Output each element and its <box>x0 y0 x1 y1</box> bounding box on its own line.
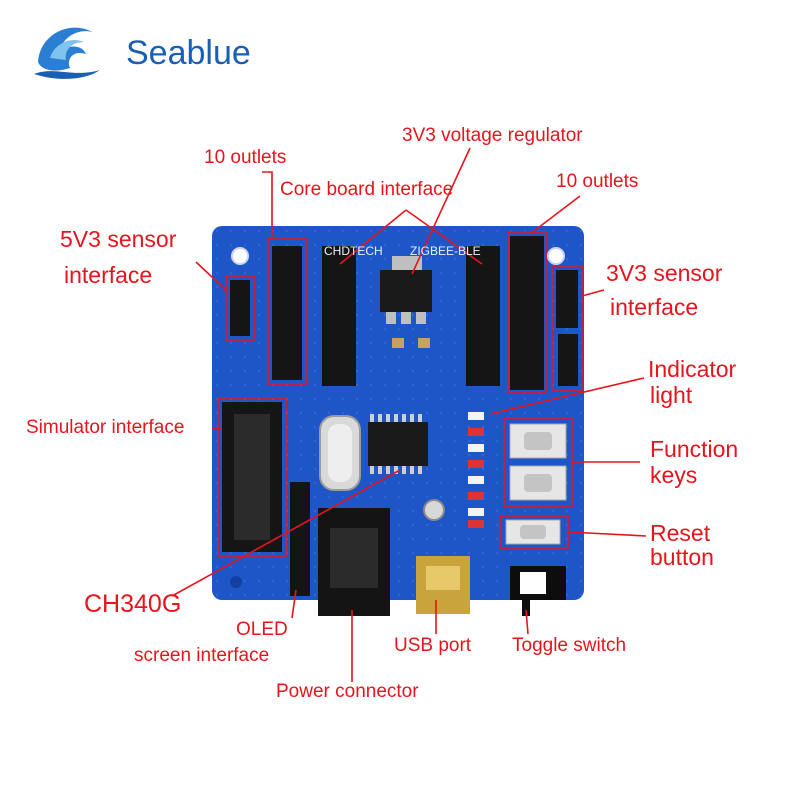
label-usb-port: USB port <box>394 635 472 656</box>
line-right-outlets <box>529 195 581 235</box>
line-oled <box>291 589 297 619</box>
capacitor-c2 <box>392 338 404 348</box>
oled-header <box>290 482 310 596</box>
line-regulator <box>411 147 471 275</box>
label-3v3-regulator: 3V3 voltage regulator <box>402 125 583 146</box>
line-5v3 <box>195 261 229 293</box>
line-reset <box>567 531 647 537</box>
left-core-header <box>322 246 356 386</box>
simulator-header <box>222 402 282 552</box>
highlight-right-outlets <box>507 231 547 393</box>
mount-hole-icon <box>231 247 249 265</box>
label-reset-line2: button <box>650 544 714 570</box>
line-core-right <box>405 209 483 265</box>
left-10-outlets-header <box>272 246 302 380</box>
highlight-left-outlets <box>267 237 307 385</box>
line-toggle <box>525 609 529 635</box>
3v3-sensor-header <box>556 270 578 386</box>
label-indicator-line2: light <box>650 382 693 408</box>
reset-button-part <box>505 519 561 545</box>
label-5v3-sensor-line1: 5V3 sensor <box>60 226 177 252</box>
label-oled-line1: OLED <box>236 619 288 640</box>
indicator-leds <box>468 412 484 528</box>
label-function-line1: Function <box>650 436 739 462</box>
voltage-regulator-chip <box>380 256 432 324</box>
label-reset-line1: Reset <box>650 520 711 546</box>
label-10-outlets-right: 10 outlets <box>556 171 639 192</box>
brand-logo: Seablue <box>30 14 260 84</box>
highlight-3v3 <box>551 265 583 391</box>
power-jack <box>318 508 390 616</box>
line-core-left <box>339 209 407 265</box>
silk-zigbee: ZIGBEE-BLE <box>410 244 481 258</box>
brand-name: Seablue <box>126 34 251 72</box>
ch340g-chip <box>368 414 428 474</box>
label-power-connector: Power connector <box>276 681 419 702</box>
silk-chdtech: CHDTECH <box>324 244 383 258</box>
crystal-oscillator <box>319 415 361 491</box>
function-key-1 <box>509 423 567 459</box>
label-3v3-sensor-line1: 3V3 sensor <box>606 260 723 286</box>
line-left-outlets <box>262 171 273 238</box>
label-core-board-interface: Core board interface <box>280 179 454 200</box>
label-simulator-interface: Simulator interface <box>26 417 185 438</box>
line-ch340g <box>171 469 401 597</box>
usb-port-part <box>416 556 470 614</box>
highlight-5v3 <box>225 275 255 341</box>
label-function-line2: keys <box>650 462 698 488</box>
label-indicator-line1: Indicator <box>648 356 737 382</box>
label-ch340g: CH340G <box>84 590 182 618</box>
label-10-outlets-left: 10 outlets <box>204 147 287 168</box>
line-3v3 <box>581 289 605 297</box>
label-toggle-switch: Toggle switch <box>512 635 627 656</box>
mount-hole-icon <box>230 576 242 588</box>
label-5v3-sensor-line2: interface <box>64 262 153 288</box>
line-indicator <box>489 377 645 415</box>
5v3-sensor-header <box>230 280 250 336</box>
right-10-outlets-header <box>510 236 544 390</box>
wave-icon <box>34 27 100 79</box>
toggle-switch-part <box>510 566 566 616</box>
label-3v3-sensor-line2: interface <box>610 294 699 320</box>
right-core-header <box>466 246 500 386</box>
function-key-2 <box>509 465 567 501</box>
label-oled-line2: screen interface <box>134 645 270 666</box>
mount-hole-icon <box>547 247 565 265</box>
capacitor-c1 <box>418 338 430 348</box>
highlight-simulator <box>217 397 287 557</box>
capacitor-c6 <box>423 499 445 521</box>
